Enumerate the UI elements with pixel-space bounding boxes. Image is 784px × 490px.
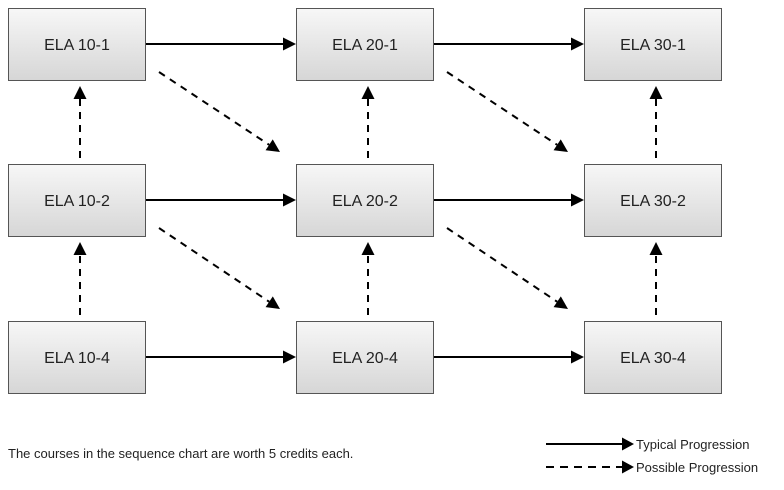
connection-ela-20-4-to-ela-20-2 [361,242,375,315]
course-label: ELA 30-1 [620,37,686,54]
course-box-ela-30-4: ELA 30-4 [584,321,722,394]
legend-typical-label: Typical Progression [636,437,749,452]
legend-possible-arrowhead [622,460,634,474]
arrowhead [571,193,584,207]
connection-ela-10-1-to-ela-20-1 [145,37,296,51]
course-box-ela-20-2: ELA 20-2 [296,164,434,237]
course-label: ELA 10-1 [44,37,110,54]
possible-arrow-line [446,71,558,146]
course-label: ELA 20-4 [332,350,398,367]
legend-possible: Possible Progression [546,460,758,475]
connection-ela-20-2-to-ela-30-2 [433,193,584,207]
arrowhead [73,242,87,255]
course-box-rect [296,8,434,81]
course-box-ela-20-1: ELA 20-1 [296,8,434,81]
legend: Typical Progression Possible Progression [546,437,758,475]
arrowhead [571,37,584,51]
connection-ela-20-2-to-ela-20-1 [361,86,375,158]
course-label: ELA 10-4 [44,350,110,367]
connection-ela-10-4-to-ela-10-2 [73,242,87,315]
course-box-ela-20-4: ELA 20-4 [296,321,434,394]
arrowhead [265,296,280,309]
legend-possible-label: Possible Progression [636,460,758,475]
arrowhead [571,350,584,364]
connection-ela-20-1-to-ela-30-2 [446,71,568,152]
course-box-ela-30-2: ELA 30-2 [584,164,722,237]
course-box-ela-10-2: ELA 10-2 [8,164,146,237]
course-label: ELA 30-4 [620,350,686,367]
legend-typical: Typical Progression [546,437,749,452]
connection-ela-10-1-to-ela-20-2 [158,71,280,152]
course-box-ela-30-1: ELA 30-1 [584,8,722,81]
course-box-rect [584,164,722,237]
connection-ela-30-2-to-ela-30-1 [649,86,663,158]
course-label: ELA 20-2 [332,193,398,210]
arrowhead [649,86,663,99]
course-box-rect [8,164,146,237]
course-box-rect [584,8,722,81]
arrowhead [361,86,375,99]
connection-ela-10-4-to-ela-20-4 [145,350,296,364]
legend-typical-arrowhead [622,437,634,451]
arrowhead [265,139,280,152]
possible-arrow-line [158,227,270,303]
connection-ela-30-4-to-ela-30-2 [649,242,663,315]
arrowhead [361,242,375,255]
course-label: ELA 20-1 [332,37,398,54]
connection-ela-10-2-to-ela-20-4 [158,227,280,309]
credits-note: The courses in the sequence chart are wo… [8,446,354,461]
course-box-ela-10-1: ELA 10-1 [8,8,146,81]
arrowhead [553,139,568,152]
course-box-rect [8,8,146,81]
course-box-rect [296,164,434,237]
arrowhead [649,242,663,255]
arrowhead [283,350,296,364]
possible-arrow-line [446,227,558,303]
possible-arrow-line [158,71,270,146]
connection-ela-10-2-to-ela-20-2 [145,193,296,207]
connections [73,37,663,364]
course-box-rect [296,321,434,394]
arrowhead [553,296,568,309]
arrowhead [283,193,296,207]
course-label: ELA 10-2 [44,193,110,210]
connection-ela-20-2-to-ela-30-4 [446,227,568,309]
course-box-rect [8,321,146,394]
connection-ela-10-2-to-ela-10-1 [73,86,87,158]
arrowhead [73,86,87,99]
course-box-ela-10-4: ELA 10-4 [8,321,146,394]
course-box-rect [584,321,722,394]
connection-ela-20-4-to-ela-30-4 [433,350,584,364]
course-label: ELA 30-2 [620,193,686,210]
connection-ela-20-1-to-ela-30-1 [433,37,584,51]
arrowhead [283,37,296,51]
